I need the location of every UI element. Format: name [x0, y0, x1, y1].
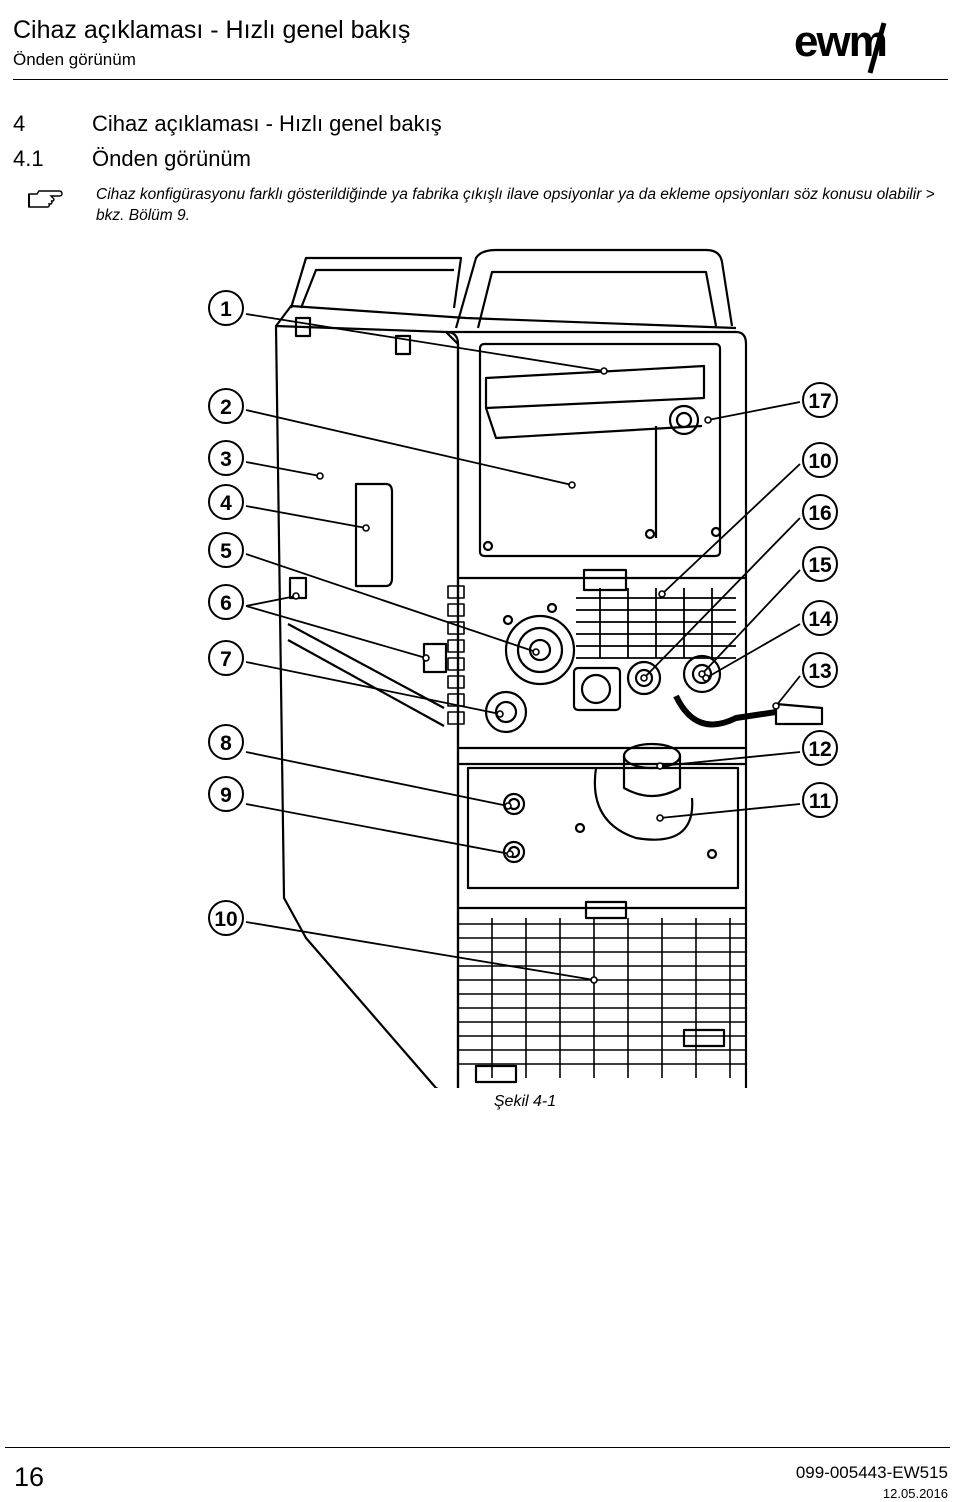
svg-text:6: 6	[220, 592, 232, 615]
svg-text:11: 11	[809, 790, 832, 813]
svg-text:9: 9	[220, 784, 232, 807]
svg-text:16: 16	[808, 502, 831, 525]
section-number: 4	[13, 111, 26, 136]
subsection-number: 4.1	[13, 146, 44, 171]
callout-16: 16	[802, 494, 838, 530]
callout-11: 11	[802, 782, 838, 818]
header-subtitle: Önden görünüm	[13, 50, 136, 69]
callout-17: 17	[802, 382, 838, 418]
svg-text:10: 10	[214, 908, 237, 931]
callout-14: 14	[802, 600, 838, 636]
callout-6: 6	[208, 584, 244, 620]
svg-text:5: 5	[220, 540, 232, 563]
callout-13: 13	[802, 652, 838, 688]
header-rule	[13, 79, 948, 80]
callout-8: 8	[208, 724, 244, 760]
section-title: Cihaz açıklaması - Hızlı genel bakış	[92, 111, 442, 136]
document-date: 12.05.2016	[882, 1486, 948, 1501]
document-id: 099-005443-EW515	[795, 1463, 948, 1482]
callout-15: 15	[802, 546, 838, 582]
svg-text:7: 7	[220, 648, 232, 671]
svg-text:10: 10	[808, 450, 831, 473]
callout-9: 9	[208, 776, 244, 812]
svg-text:1: 1	[220, 298, 232, 321]
page-number: 16	[14, 1462, 45, 1492]
figure-caption: Şekil 4-1	[493, 1093, 557, 1110]
svg-text:17: 17	[808, 390, 831, 413]
svg-text:2: 2	[220, 396, 232, 419]
svg-text:15: 15	[808, 554, 832, 577]
device-front-view: 1 2 3 4 5 6 7 8 9 10 17 10 16 15 14 13 1…	[208, 248, 838, 1088]
svg-text:12: 12	[808, 738, 831, 761]
callout-1: 1	[208, 290, 244, 326]
note-text: Cihaz konfigürasyonu farklı gösterildiği…	[96, 186, 935, 224]
callout-12: 12	[802, 730, 838, 766]
ewm-logo: ewm	[794, 18, 888, 74]
subsection-title: Önden görünüm	[92, 146, 251, 171]
svg-text:8: 8	[220, 732, 232, 755]
svg-text:4: 4	[220, 492, 232, 515]
callout-10-right: 10	[802, 442, 838, 478]
header-title: Cihaz açıklaması - Hızlı genel bakış	[13, 16, 411, 44]
svg-text:3: 3	[220, 448, 232, 471]
svg-text:13: 13	[808, 660, 831, 683]
callout-4: 4	[208, 484, 244, 520]
callout-5: 5	[208, 532, 244, 568]
callout-10-left: 10	[208, 900, 244, 936]
callout-2: 2	[208, 388, 244, 424]
callout-3: 3	[208, 440, 244, 476]
svg-text:14: 14	[808, 608, 832, 631]
footer-rule	[5, 1447, 950, 1448]
callout-7: 7	[208, 640, 244, 676]
pointing-hand-icon	[28, 190, 63, 208]
